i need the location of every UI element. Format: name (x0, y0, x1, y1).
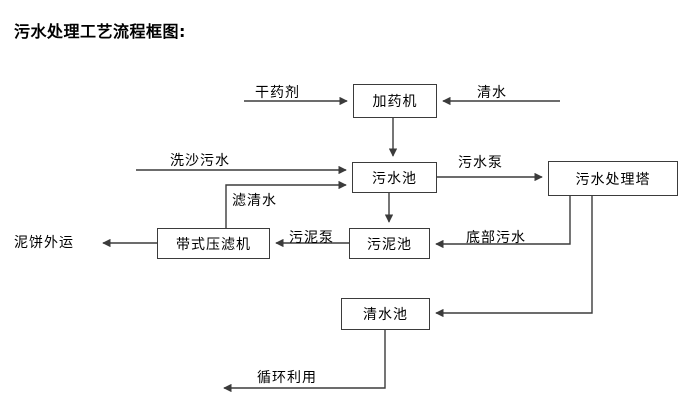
edge-tower-to-clear-water-pool (435, 196, 593, 318)
edge-label-sewage-pump: 污水泵 (458, 155, 503, 171)
edge-label-clean-water: 清水 (477, 85, 507, 101)
node-clear-water-pool[interactable]: 清水池 (341, 298, 430, 330)
edge-label-filtered-water: 滤清水 (232, 193, 277, 209)
terminal-label-mud-cake-out: 泥饼外运 (14, 235, 74, 251)
edge-label-bottom-sewage: 底部污水 (466, 230, 526, 246)
node-belt-filter-press-label: 带式压滤机 (176, 236, 251, 253)
node-dosing-machine[interactable]: 加药机 (353, 84, 437, 118)
edge-label-sand-wash-sewage: 洗沙污水 (170, 153, 230, 169)
node-dosing-machine-label: 加药机 (372, 94, 418, 110)
node-belt-filter-press[interactable]: 带式压滤机 (157, 228, 270, 259)
node-treatment-tower-label: 污水处理塔 (575, 171, 651, 188)
edge-label-recycle-reuse: 循环利用 (257, 370, 317, 386)
page-title: 污水处理工艺流程框图: (14, 22, 186, 41)
node-wastewater-pool-label: 污水池 (372, 170, 417, 187)
node-sludge-pool-label: 污泥池 (367, 236, 412, 253)
edge-tower-bottom-to-sludge-pool (435, 196, 571, 249)
edge-filtered-water-to-wastewater-pool (225, 180, 347, 228)
edge-clear-water-pool-recycle (223, 330, 386, 393)
node-clear-water-pool-label: 清水池 (363, 307, 408, 323)
node-treatment-tower[interactable]: 污水处理塔 (548, 161, 678, 196)
node-sludge-pool[interactable]: 污泥池 (349, 228, 430, 259)
node-wastewater-pool[interactable]: 污水池 (352, 162, 437, 193)
edge-label-sludge-pump: 污泥泵 (289, 230, 334, 246)
edge-label-dry-chemical: 干药剂 (255, 85, 300, 101)
